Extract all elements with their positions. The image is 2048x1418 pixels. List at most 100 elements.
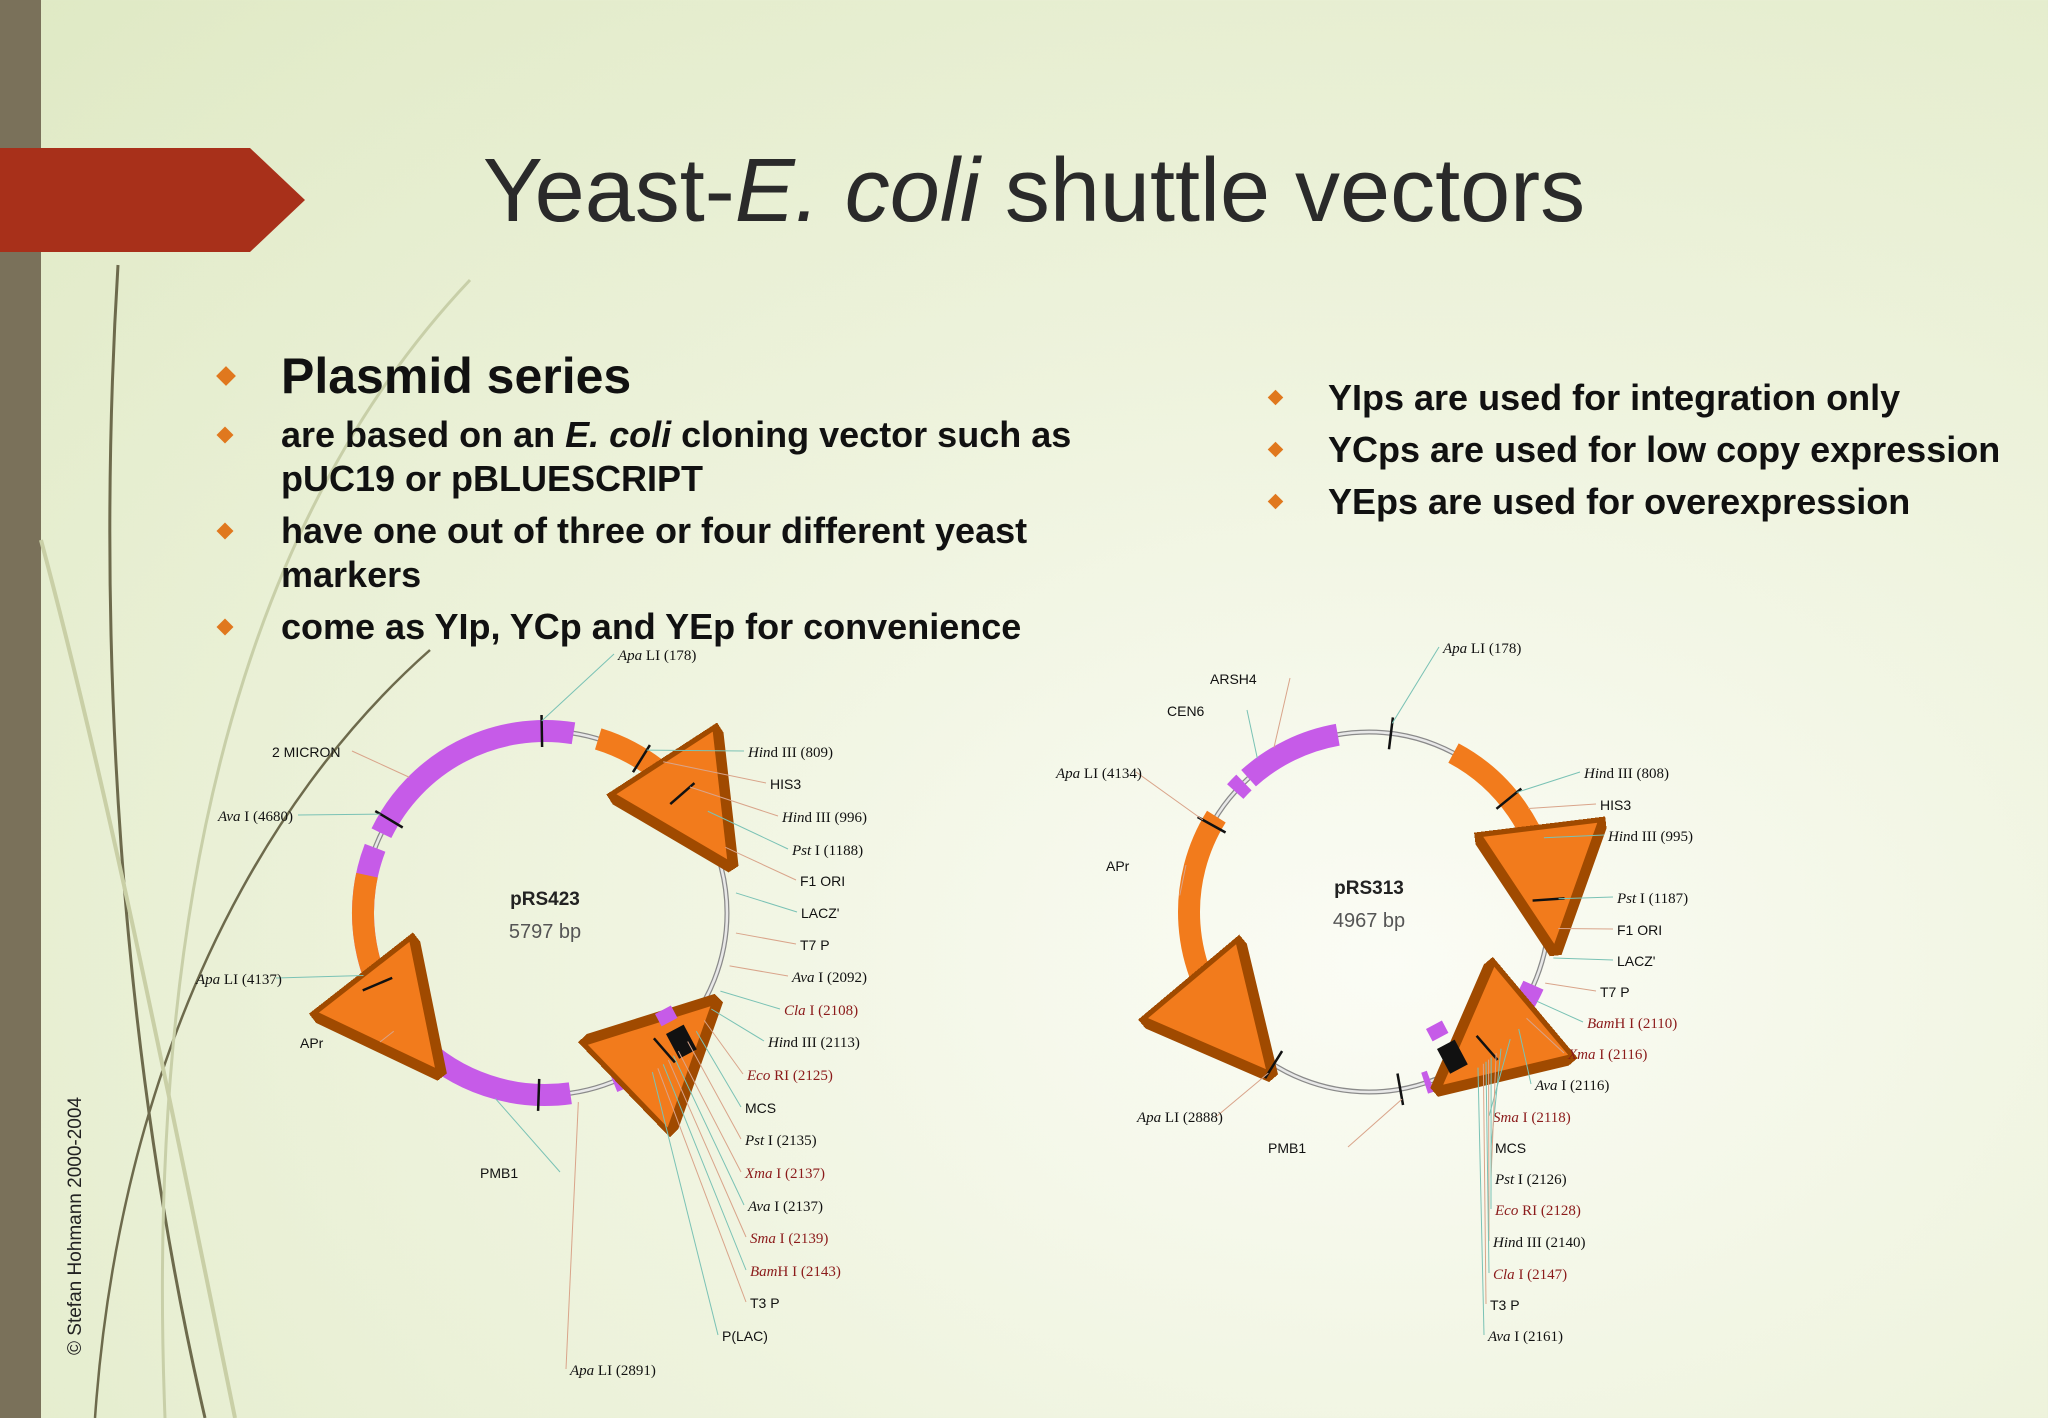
- cut-site-tick: [1475, 1034, 1499, 1061]
- label-leader-line: [667, 1059, 747, 1238]
- enzyme-name-italic: Ava: [217, 809, 241, 825]
- label-leader-line: [729, 965, 789, 977]
- map-label: Ava I (4680): [217, 809, 293, 825]
- map-label: Apa LI (4134): [1055, 766, 1142, 782]
- label-leader-line: [735, 892, 798, 913]
- map-label: Eco RI (2128): [1494, 1203, 1581, 1219]
- label-rest: I (2126): [1514, 1172, 1567, 1188]
- map-label: Sma I (2139): [750, 1231, 828, 1247]
- label-rest: ARSH4: [1210, 671, 1257, 687]
- bullet-item: YCps are used for low copy expression: [1267, 428, 2028, 472]
- label-rest: LI (2891): [594, 1363, 656, 1379]
- label-rest: F1 ORI: [800, 873, 845, 889]
- label-rest: I (1187): [1636, 891, 1688, 907]
- feature-segment-purple: [1227, 774, 1252, 799]
- label-rest: I (2116): [1596, 1047, 1648, 1063]
- label-leader-line: [711, 1008, 765, 1042]
- enzyme-name-italic: Sma: [1493, 1110, 1519, 1126]
- map-label: Ava I (2092): [791, 970, 867, 986]
- map-label: Sma I (2118): [1493, 1110, 1571, 1126]
- label-rest: PMB1: [480, 1165, 518, 1181]
- label-rest: H I (2143): [778, 1264, 841, 1280]
- enzyme-name-italic: Ava: [747, 1199, 771, 1215]
- label-rest: T7 P: [1600, 984, 1630, 1000]
- map-label: Hind III (995): [1607, 829, 1693, 845]
- map-label: F1 ORI: [800, 873, 845, 889]
- cut-site-tick: [669, 782, 696, 806]
- label-rest: RI (2125): [770, 1068, 833, 1084]
- enzyme-name-italic: Eco: [1494, 1203, 1519, 1219]
- enzyme-name-italic: Ava: [1534, 1078, 1558, 1094]
- enzyme-name-italic: Hin: [1607, 829, 1631, 845]
- label-rest: I (2135): [764, 1133, 817, 1149]
- label-leader-line: [1135, 771, 1204, 821]
- label-rest: I (2116): [1558, 1078, 1610, 1094]
- bullet-text: are based on an: [281, 414, 566, 455]
- slide-title: Yeast-E. coli shuttle vectors: [0, 140, 2048, 243]
- enzyme-name-italic: Apa: [1055, 766, 1080, 782]
- label-leader-line: [1490, 1053, 1497, 1179]
- map-label: LACZ': [801, 905, 839, 921]
- label-leader-line: [1482, 1063, 1487, 1305]
- map-label: CEN6: [1167, 703, 1205, 719]
- enzyme-name-italic: Sma: [750, 1231, 776, 1247]
- label-rest: PMB1: [1268, 1140, 1306, 1156]
- feature-arrow-orange: [1448, 743, 1548, 890]
- label-rest: I (2108): [806, 1003, 859, 1019]
- enzyme-name-italic: Bam: [1587, 1016, 1615, 1032]
- cut-site-tick: [1396, 1073, 1405, 1106]
- mcs-feature-box: [1426, 1020, 1449, 1042]
- label-rest: LI (178): [1467, 641, 1521, 657]
- map-label: Ava I (2137): [747, 1199, 823, 1215]
- map-label: Hind III (996): [781, 810, 867, 826]
- map-label: 2 MICRON: [272, 744, 340, 760]
- enzyme-name-italic: Cla: [1493, 1267, 1515, 1283]
- enzyme-name-italic: Hin: [1492, 1235, 1516, 1251]
- label-rest: HIS3: [1600, 797, 1631, 813]
- label-leader-line: [663, 761, 767, 784]
- map-label: Pst I (1188): [791, 843, 863, 859]
- map-label: F1 ORI: [1617, 922, 1662, 938]
- label-rest: CEN6: [1167, 703, 1205, 719]
- label-leader-line: [646, 749, 745, 752]
- label-rest: MCS: [745, 1100, 776, 1116]
- map-label: BamH I (2110): [1587, 1016, 1677, 1032]
- plasmid-name: pRS423: [510, 889, 580, 910]
- plasmid-size: 5797 bp: [509, 921, 581, 943]
- bullet-heading: Plasmid series: [216, 345, 1111, 407]
- enzyme-name-italic: Ava: [791, 970, 815, 986]
- bullet-text: come as YIp, YCp and YEp for convenience: [281, 606, 1022, 647]
- label-leader-line: [1485, 1061, 1490, 1274]
- cut-site-tick: [362, 976, 393, 992]
- label-rest: F1 ORI: [1617, 922, 1662, 938]
- enzyme-name-italic: Apa: [1136, 1110, 1161, 1126]
- bullet-item: are based on an E. coli cloning vector s…: [216, 413, 1111, 501]
- label-leader-line: [1553, 957, 1614, 961]
- title-flag-arrow: [0, 148, 305, 252]
- label-leader-line: [1477, 1067, 1485, 1336]
- label-leader-line: [1216, 1072, 1269, 1117]
- feature-arrow-orange: [594, 739, 697, 814]
- mcs-feature-box: [666, 1024, 697, 1059]
- label-rest: I (2137): [773, 1166, 826, 1182]
- bullet-text-italic: E. coli: [565, 414, 672, 455]
- map-label: Eco RI (2125): [746, 1068, 833, 1084]
- label-leader-line: [541, 653, 615, 722]
- label-leader-line: [1273, 677, 1291, 748]
- label-rest: APr: [1106, 858, 1130, 874]
- label-leader-line: [494, 1098, 561, 1173]
- plasmid-name: pRS313: [1334, 878, 1404, 899]
- map-label: Pst I (2135): [744, 1133, 817, 1149]
- enzyme-name-italic: Hin: [767, 1035, 791, 1051]
- cut-site-tick: [540, 715, 544, 748]
- label-rest: P(LAC): [722, 1328, 768, 1344]
- label-leader-line: [651, 1072, 719, 1336]
- label-leader-line: [1545, 982, 1597, 992]
- map-label: PMB1: [480, 1165, 518, 1181]
- label-rest: LI (178): [642, 648, 696, 664]
- label-rest: I (2118): [1519, 1110, 1571, 1126]
